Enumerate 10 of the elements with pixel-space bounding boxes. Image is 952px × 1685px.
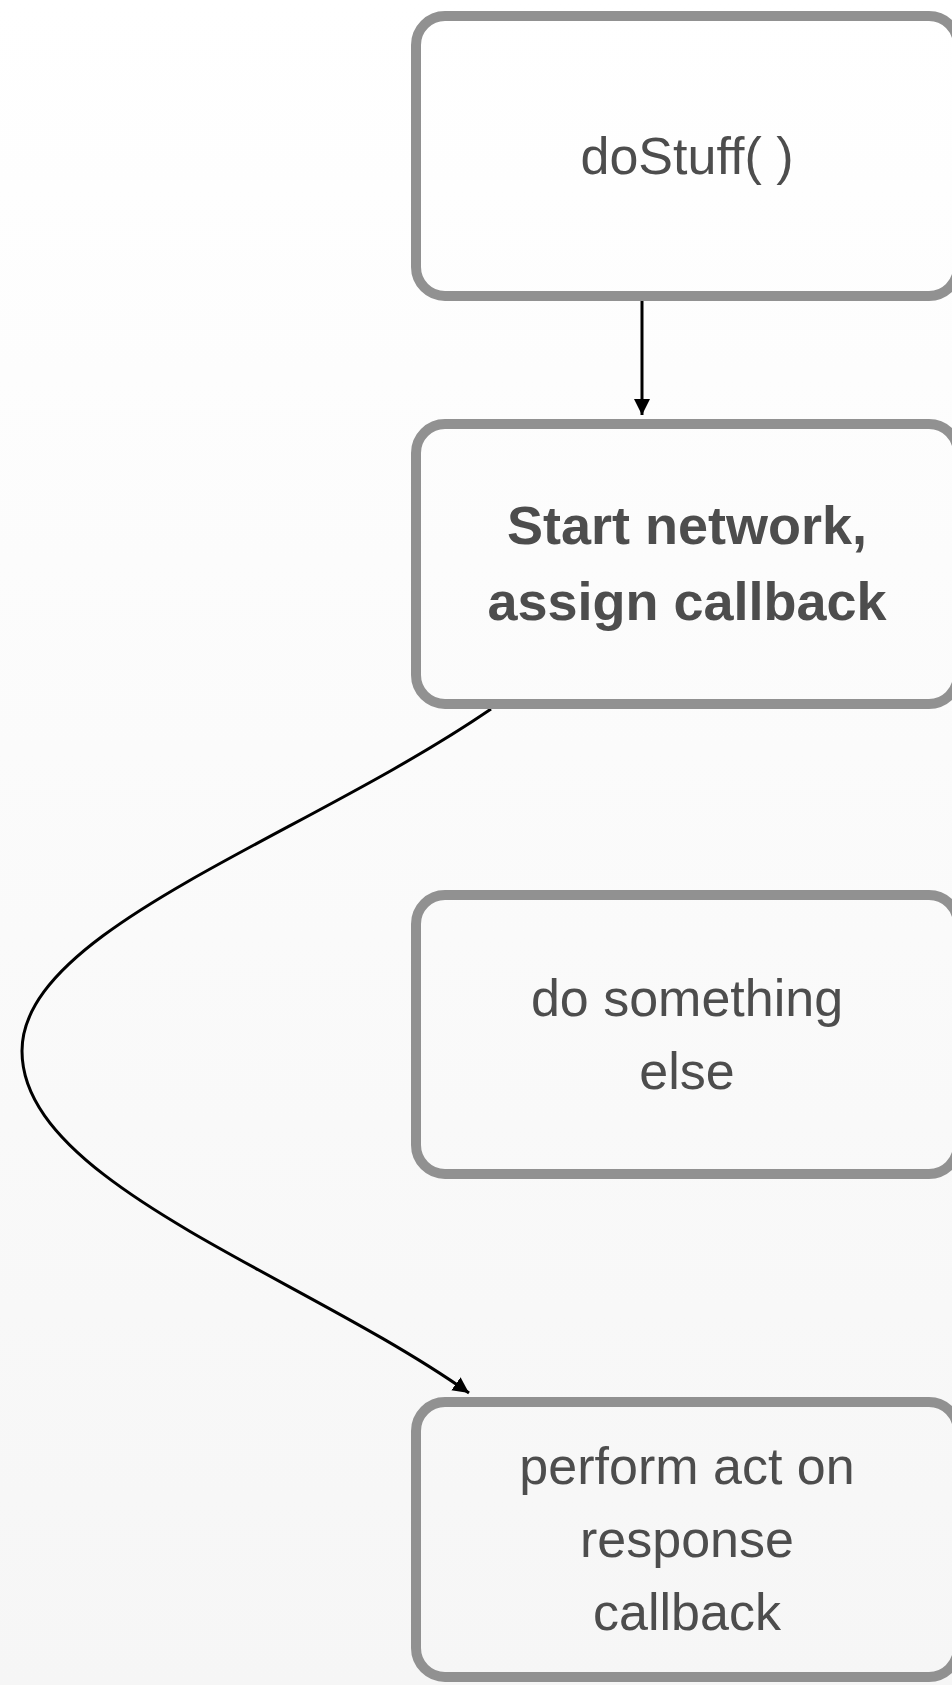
- box-label: perform act on response callback: [518, 1436, 856, 1643]
- process-box: [411, 1397, 952, 1682]
- box-label: Start network, assign callback: [486, 494, 888, 633]
- box-label: doStuff( ): [580, 125, 794, 187]
- process-box: [411, 890, 952, 1179]
- arrow: [20, 707, 492, 1395]
- process-box: [411, 11, 952, 301]
- arrow: [634, 301, 650, 415]
- process-box: [411, 419, 952, 709]
- box-label: do something else: [529, 967, 845, 1102]
